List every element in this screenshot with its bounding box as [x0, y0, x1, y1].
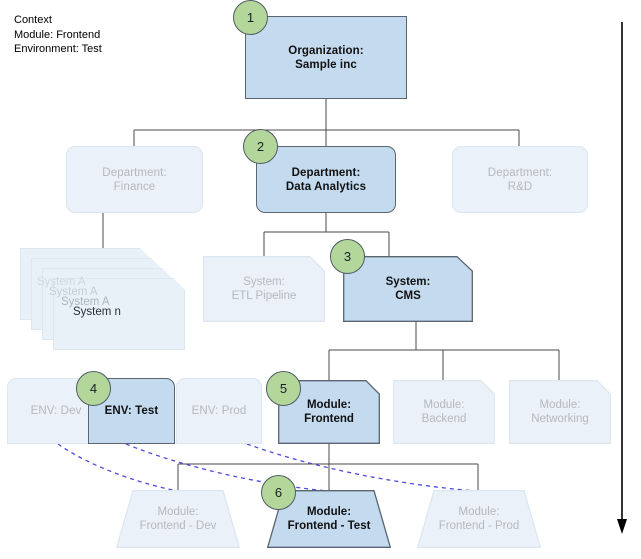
node-module-frontend[interactable]: Module: Frontend: [278, 380, 380, 444]
node-module-frontend-dev[interactable]: Module: Frontend - Dev: [116, 490, 240, 548]
shape-outline: [278, 380, 380, 444]
badge-4: 4: [76, 371, 111, 406]
context-legend-module: Module: Frontend: [14, 28, 101, 41]
node-system-cms[interactable]: System: CMS: [343, 256, 473, 322]
node-label: ENV: Prod: [191, 405, 247, 417]
node-system-stack[interactable]: System A System A System A System n: [20, 248, 190, 348]
shape-outline: [393, 380, 495, 444]
node-label: Module: Frontend: [304, 399, 354, 425]
node-module-frontend-test[interactable]: Module: Frontend - Test: [267, 490, 391, 548]
shape-outline: [417, 490, 541, 548]
context-legend: Context: [14, 14, 52, 26]
shape-outline: [116, 490, 240, 548]
shape-outline: [267, 490, 391, 548]
stack-label-4: System n: [73, 306, 121, 318]
stack-label-1: System A: [37, 276, 86, 288]
node-label: Department: Finance: [102, 166, 167, 193]
badge-2: 2: [243, 129, 278, 164]
node-organization-sample-inc[interactable]: Organization: Sample inc: [245, 16, 407, 99]
stack-label-3: System A: [61, 296, 110, 308]
node-label: Module: Backend: [421, 399, 467, 425]
node-label: System: ETL Pipeline: [231, 276, 297, 302]
node-label: Module: Frontend - Dev: [139, 506, 217, 532]
badge-1: 1: [233, 0, 268, 35]
node-label: Module: Frontend - Prod: [438, 506, 520, 532]
node-module-frontend-prod[interactable]: Module: Frontend - Prod: [417, 490, 541, 548]
drilldown-arrow-shaft: [617, 22, 627, 534]
node-label: System: CMS: [385, 276, 431, 302]
node-module-networking[interactable]: Module: Networking: [509, 380, 611, 444]
badge-3: 3: [330, 239, 365, 274]
node-dept-finance[interactable]: Department: Finance: [66, 146, 203, 213]
node-dept-rnd[interactable]: Department: R&D: [452, 146, 588, 213]
node-env-prod[interactable]: ENV: Prod: [176, 378, 262, 444]
node-label: Department: R&D: [487, 166, 553, 193]
node-label: ENV: Dev: [30, 405, 82, 417]
stack-layer-4: [53, 278, 185, 350]
stack-label-2: System A: [49, 286, 98, 298]
node-module-backend[interactable]: Module: Backend: [393, 380, 495, 444]
shape-outline: [509, 380, 611, 444]
badge-6: 6: [261, 475, 296, 510]
badge-5: 5: [266, 371, 301, 406]
node-system-etl-pipeline[interactable]: System: ETL Pipeline: [203, 256, 325, 322]
shape-outline: [203, 256, 325, 322]
node-label: Organization: Sample inc: [288, 44, 364, 71]
node-label: Module: Frontend - Test: [287, 506, 371, 532]
node-label: Department: Data Analytics: [285, 166, 367, 193]
shape-outline: [343, 256, 473, 322]
node-label: ENV: Test: [104, 405, 159, 417]
node-dept-data-analytics[interactable]: Department: Data Analytics: [256, 146, 396, 213]
node-label: Module: Networking: [531, 399, 589, 425]
context-legend-environment: Environment: Test: [14, 43, 102, 55]
